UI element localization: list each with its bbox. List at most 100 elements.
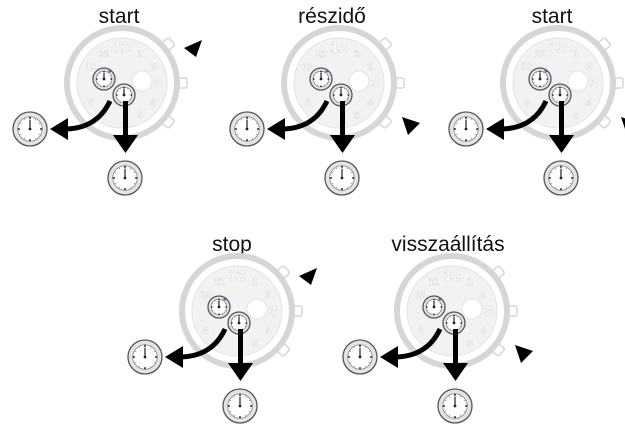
detail-dial-bottom-tick <box>233 395 236 398</box>
subdial-left-tick <box>545 81 548 84</box>
subdial-left-pivot <box>319 77 323 81</box>
detail-dial-left-tick <box>353 365 356 368</box>
subdial-left-pivot <box>217 305 221 309</box>
subdial-bottom-tick <box>336 87 339 90</box>
hand-accent <box>108 69 112 73</box>
subdial-bottom-tick <box>555 100 558 103</box>
dial-numeral: 11 <box>429 277 440 288</box>
detail-dial-bottom-tick <box>463 399 466 402</box>
detail-dial-bottom-tick <box>569 171 572 174</box>
pusher-pointer-top <box>184 40 202 57</box>
detail-dial-bottom-tick <box>444 410 447 413</box>
subdial-left-tick <box>426 302 429 305</box>
subdial-bottom-tick <box>333 90 336 93</box>
step-label-2: részidő <box>298 5 366 28</box>
subdial-left-pivot <box>102 77 106 81</box>
subdial-bottom-tick <box>346 97 349 100</box>
dial-numeral: 7 <box>318 111 324 122</box>
subdial-left-tick <box>109 81 112 84</box>
detail-dial-left-tick <box>251 118 254 121</box>
detail-dial-left-tick <box>240 118 243 121</box>
subdial-bottom-pivot <box>122 93 126 97</box>
dial-numeral: 3 <box>269 303 277 320</box>
detail-dial-left-tick <box>474 122 477 125</box>
subdial-left-tick <box>542 84 545 87</box>
subdial-bottom-tick <box>234 328 237 331</box>
detail-dial-bottom-tick <box>233 414 236 417</box>
detail-dial-left <box>229 111 265 147</box>
subdial-left <box>422 295 446 319</box>
subdial-left-tick <box>542 71 545 74</box>
dial-numeral: 4 <box>586 98 592 109</box>
subdial-bottom <box>548 83 572 107</box>
dial-numeral: 3 <box>590 75 598 92</box>
subdial-left-tick <box>532 81 535 84</box>
subdial-bottom-tick <box>459 318 462 321</box>
dial-numeral: 4 <box>480 326 486 337</box>
detail-dial-bottom-tick <box>346 167 349 170</box>
pusher-pointer-bottom <box>402 117 420 135</box>
dial-numeral: 2 <box>586 62 592 73</box>
dial-numeral: 7 <box>216 339 222 350</box>
detail-dial-left-pivot <box>358 355 362 359</box>
detail-dial-bottom-tick <box>335 167 338 170</box>
dial-numeral: 12 <box>114 39 131 56</box>
watch-dial <box>293 37 385 129</box>
detail-dial-bottom-tick <box>248 399 251 402</box>
arrow-left <box>393 327 443 360</box>
detail-dial-left-pivot <box>28 127 32 131</box>
dial-numeral: 10 <box>415 290 427 301</box>
detail-dial-left-tick <box>459 118 462 121</box>
detail-dial-left-tick <box>138 365 141 368</box>
dial-numeral: 10 <box>85 62 97 73</box>
subdial-left-tick <box>326 74 329 77</box>
detail-dial-bottom-tick <box>350 171 353 174</box>
dial-numeral: 7 <box>537 111 543 122</box>
detail-dial-bottom-tick <box>244 395 247 398</box>
detail-dial-bottom <box>437 388 473 424</box>
subdial-left-tick <box>436 312 439 315</box>
subdial-left-tick <box>313 74 316 77</box>
arrow-left-head <box>267 118 285 140</box>
detail-dial-left-tick <box>455 122 458 125</box>
dial-numeral: 4 <box>367 98 373 109</box>
dial-numeral: 2 <box>265 290 271 301</box>
detail-dial-bottom-tick <box>554 186 557 189</box>
detail-dial-bottom <box>222 388 258 424</box>
subdial-bottom-tick <box>459 325 462 328</box>
subdial-left-tick <box>316 84 319 87</box>
detail-dial-left-tick <box>19 133 22 136</box>
detail-dial-left-tick <box>349 361 352 364</box>
subdial-bottom-pivot <box>339 93 343 97</box>
subdial-left-tick <box>106 71 109 74</box>
dial-numeral: 8 <box>418 326 424 337</box>
detail-dial-left-pivot <box>464 127 468 131</box>
detail-dial-left <box>127 339 163 375</box>
detail-dial-bottom-tick <box>554 167 557 170</box>
detail-dial-bottom-tick <box>459 414 462 417</box>
subdial-left <box>309 67 333 91</box>
subdial-left-tick <box>221 299 224 302</box>
subdial-left <box>528 67 552 91</box>
dial-numeral: 2 <box>480 290 486 301</box>
arrow-left <box>178 327 228 360</box>
detail-dial-bottom-tick <box>114 171 117 174</box>
subdial-left-tick <box>323 84 326 87</box>
detail-dial-bottom-tick <box>114 182 117 185</box>
detail-dial-bottom <box>107 160 143 196</box>
step-label-4: stop <box>212 233 252 256</box>
dial-numeral: 8 <box>88 98 94 109</box>
dial-numeral: 3 <box>371 75 379 92</box>
detail-dial-left-tick <box>134 350 137 353</box>
detail-dial-bottom-pivot <box>559 176 563 180</box>
detail-dial-left-tick <box>149 365 152 368</box>
dial-numeral: 11 <box>316 49 327 60</box>
subdial-bottom-tick <box>346 90 349 93</box>
subdial-bottom-tick <box>449 328 452 331</box>
dial-numeral: 10 <box>302 62 314 73</box>
arrow-left <box>499 99 549 132</box>
detail-dial-left-tick <box>251 137 254 140</box>
subdial-bottom-tick <box>116 90 119 93</box>
